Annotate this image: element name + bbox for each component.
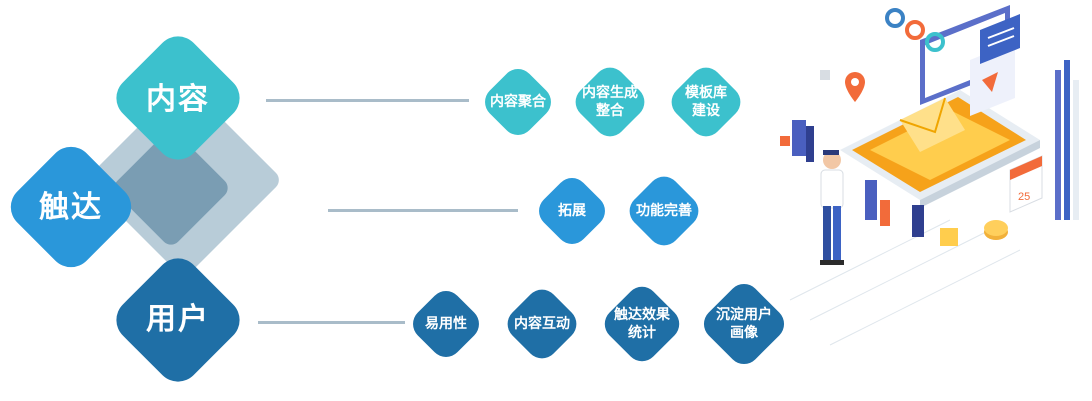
chat-icon xyxy=(980,14,1020,64)
node-content-interaction: 内容互动 xyxy=(500,282,584,366)
node-reach-stats: 触达效果 统计 xyxy=(598,280,686,368)
location-pin-icon xyxy=(845,72,865,102)
svg-text:25: 25 xyxy=(1018,191,1030,203)
content-connector xyxy=(266,99,469,102)
reach-connector xyxy=(328,209,518,212)
donut-chart-icon xyxy=(885,8,945,52)
user-connector xyxy=(258,321,405,324)
envelope-icon xyxy=(899,97,965,152)
node-expand: 拓展 xyxy=(532,171,612,251)
user-label: 用户 xyxy=(146,302,210,337)
node-feature-complete: 功能完善 xyxy=(622,169,706,253)
bar-blocks-icon xyxy=(780,70,958,246)
phone-icon xyxy=(840,90,1040,208)
node-user-profile: 沉淀用户 画像 xyxy=(696,276,792,372)
calendar-icon: 25 xyxy=(1009,155,1043,213)
vertical-bars-icon xyxy=(1055,60,1079,220)
marketing-illustration: 25 xyxy=(780,5,1079,346)
node-content-generation: 内容生成 整合 xyxy=(568,60,652,144)
content-label: 内容 xyxy=(146,82,210,117)
node-usability: 易用性 xyxy=(406,284,486,364)
node-content-aggregation: 内容聚合 xyxy=(478,62,558,142)
person-icon xyxy=(820,150,844,265)
node-template-library: 模板库 建设 xyxy=(664,60,748,144)
coin-icon xyxy=(984,220,1008,240)
reach-label: 触达 xyxy=(39,190,103,225)
